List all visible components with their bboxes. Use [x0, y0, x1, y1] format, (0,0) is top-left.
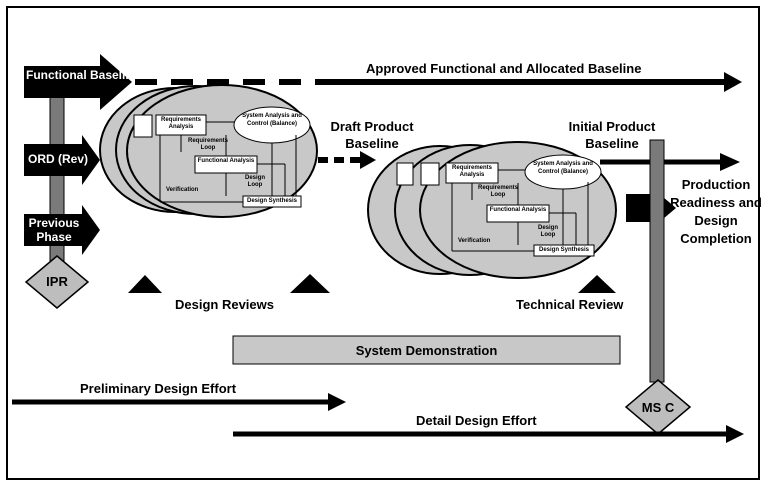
right-functional-analysis: Functional Analysis — [489, 207, 547, 213]
detail-design-label: Detail Design Effort — [416, 413, 537, 428]
design-reviews-label: Design Reviews — [175, 297, 274, 312]
left-requirements-loop: Requirements Loop — [187, 138, 228, 151]
initial-baseline-arrowhead — [720, 153, 740, 171]
right-requirements-loop: Requirements Loop — [477, 185, 518, 198]
right-design-synthesis: Design Synthesis — [538, 247, 589, 253]
ord-rev-label: ORD (Rev) — [28, 152, 89, 166]
functional-baseline-arrow — [24, 54, 132, 110]
right-system-analysis: System Analysis and Control (Balance) — [533, 161, 593, 175]
design-review-triangle-1 — [128, 275, 162, 293]
design-review-triangle-2 — [290, 274, 330, 293]
previous-phase-label: Previous Phase — [28, 216, 80, 244]
technical-review-label: Technical Review — [516, 297, 624, 312]
ms-c-label: MS C — [641, 400, 675, 415]
detail-design-arrowhead — [726, 425, 744, 443]
preliminary-design-arrowhead — [328, 393, 346, 411]
right-design-loop: Design Loop — [537, 225, 558, 238]
approved-arrowhead — [724, 72, 742, 92]
draft-product-baseline-label: Draft Product Baseline — [330, 119, 414, 151]
left-design-synthesis: Design Synthesis — [246, 198, 297, 204]
left-functional-analysis: Functional Analysis — [197, 158, 255, 164]
initial-product-baseline-label: Initial Product Baseline — [568, 119, 656, 151]
functional-baseline-label: Functional Baseline — [26, 68, 140, 82]
approved-baseline-label: Approved Functional and Allocated Baseli… — [366, 61, 642, 76]
left-requirements-analysis: Requirements Analysis — [160, 117, 201, 130]
production-readiness-label: Production Readiness and Design Completi… — [670, 177, 762, 246]
previous-phase-arrow — [24, 205, 100, 255]
right-process-lines — [451, 169, 589, 252]
system-demonstration-bar — [232, 335, 621, 365]
right-verification: Verification — [458, 238, 491, 244]
preliminary-design-label: Preliminary Design Effort — [80, 381, 237, 396]
system-demonstration-label: System Demonstration — [355, 343, 498, 358]
left-verification: Verification — [166, 187, 199, 193]
right-requirements-analysis: Requirements Analysis — [451, 165, 492, 178]
left-system-analysis: System Analysis and Control (Balance) — [242, 113, 302, 127]
ipr-diamond — [24, 255, 90, 309]
draft-arrowhead — [360, 151, 376, 169]
ord-rev-arrow — [24, 135, 100, 185]
right-gray-pole — [649, 139, 665, 383]
technical-review-triangle — [578, 275, 616, 293]
left-design-loop: Design Loop — [244, 175, 265, 188]
left-process-lines — [159, 121, 297, 203]
right-process-loop — [396, 154, 602, 257]
ipr-label: IPR — [46, 274, 68, 289]
